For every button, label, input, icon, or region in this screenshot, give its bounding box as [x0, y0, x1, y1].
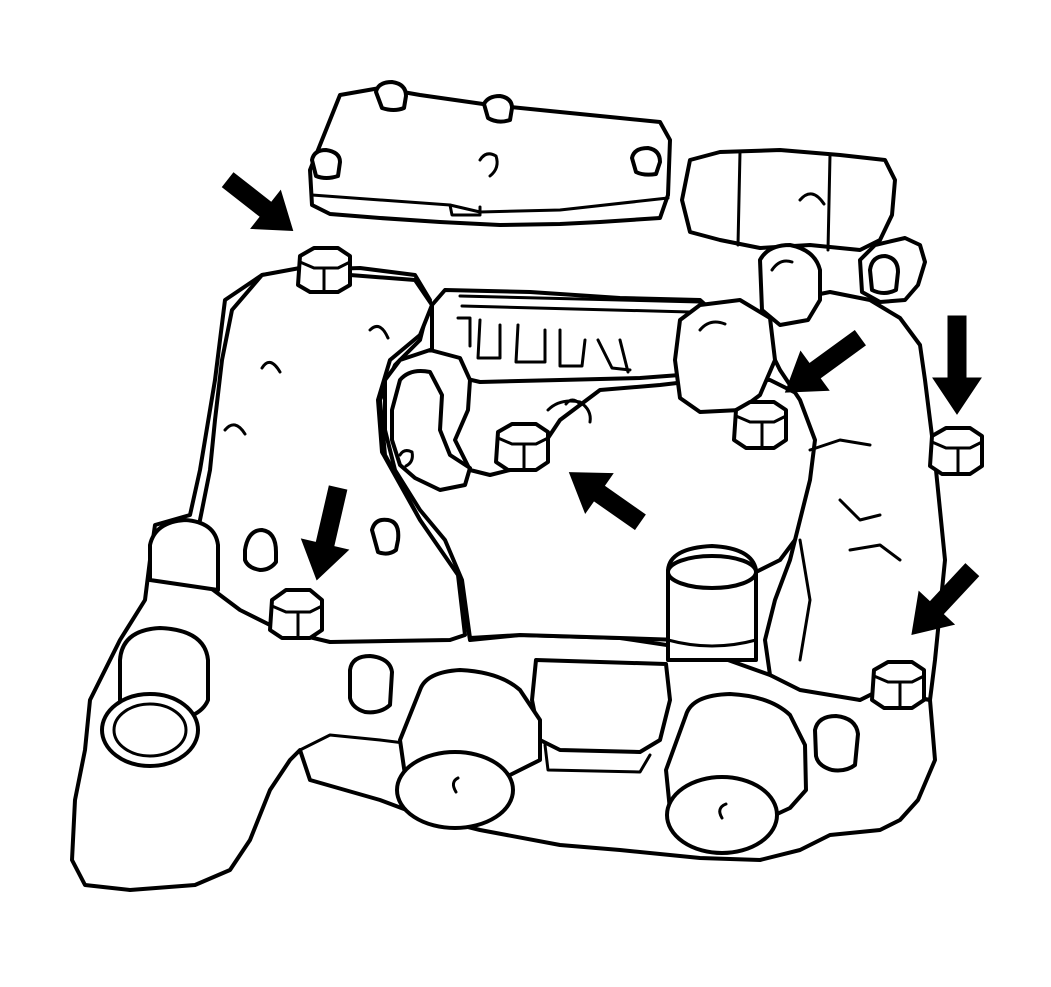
arrow-center-right: [784, 330, 866, 393]
arrow-center: [568, 472, 646, 531]
bolt-center: [494, 422, 550, 472]
right-block: [673, 243, 947, 702]
bolt-bottom-right: [870, 660, 926, 710]
bolt-left: [268, 588, 324, 640]
arrow-right: [932, 315, 982, 415]
arrow-top-left: [221, 172, 294, 232]
arrow-bottom-right: [911, 563, 980, 636]
left-bosses: [100, 517, 401, 768]
bolt-top-left: [296, 246, 352, 294]
top-cover: [308, 80, 672, 227]
center-cylinder: [666, 544, 758, 662]
bolt-right: [928, 426, 984, 476]
lower-solenoids: [348, 654, 860, 855]
bolt-center-right: [732, 400, 788, 450]
right-upper-housing: [680, 148, 927, 304]
arrow-left: [300, 485, 350, 581]
